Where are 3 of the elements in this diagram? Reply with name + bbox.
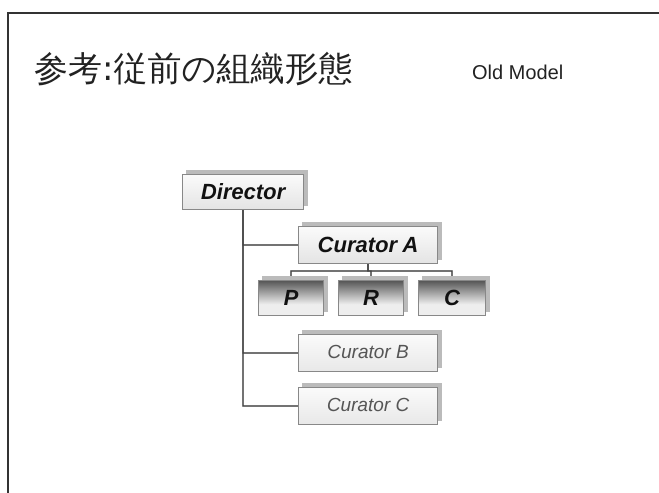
title: 参考:従前の組織形態 [34,48,352,91]
subtitle: Old Model [472,62,564,85]
connector-line [242,210,298,407]
